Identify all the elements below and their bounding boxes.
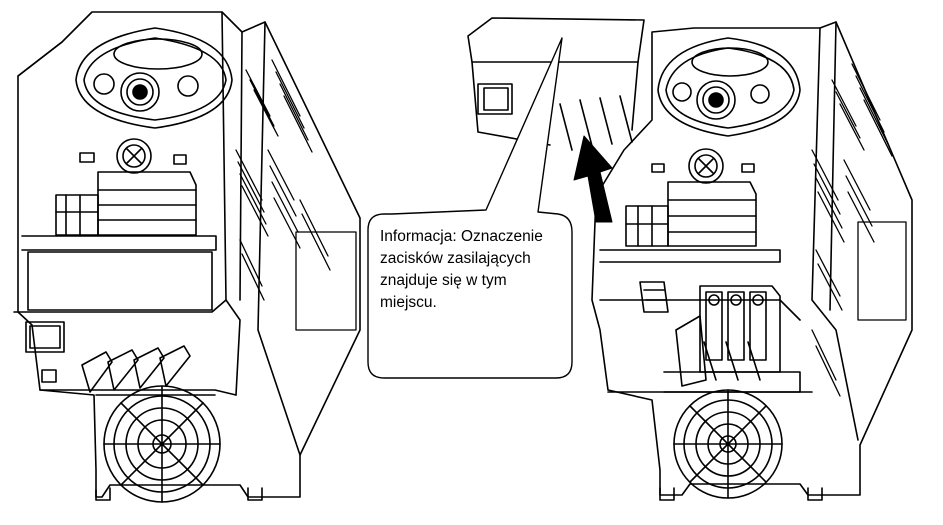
cooling-fan-left <box>95 385 263 503</box>
side-vents-left <box>235 59 357 331</box>
callout-text: Informacja: Oznaczenie zacisków zasilają… <box>380 228 543 311</box>
dial-knob-right <box>696 80 736 120</box>
left-inverter-closed <box>13 11 361 503</box>
right-inverter-open <box>467 17 913 501</box>
dial-knob-left <box>120 72 160 112</box>
keypad-panel-right <box>657 37 801 137</box>
side-vents-right <box>811 63 907 397</box>
cooling-fan-right <box>659 389 823 501</box>
front-vents-left <box>81 345 191 393</box>
power-terminals <box>639 281 801 393</box>
control-terminals-right <box>599 181 781 263</box>
keypad-panel <box>75 27 233 129</box>
nameplate-left <box>25 321 65 353</box>
terminal-block-left <box>21 171 217 311</box>
pointer-arrow <box>573 135 613 223</box>
display-window-left <box>113 38 203 70</box>
comm-connector-left <box>79 138 187 174</box>
callout-bubble <box>367 37 573 379</box>
comm-connector-right <box>651 148 755 184</box>
